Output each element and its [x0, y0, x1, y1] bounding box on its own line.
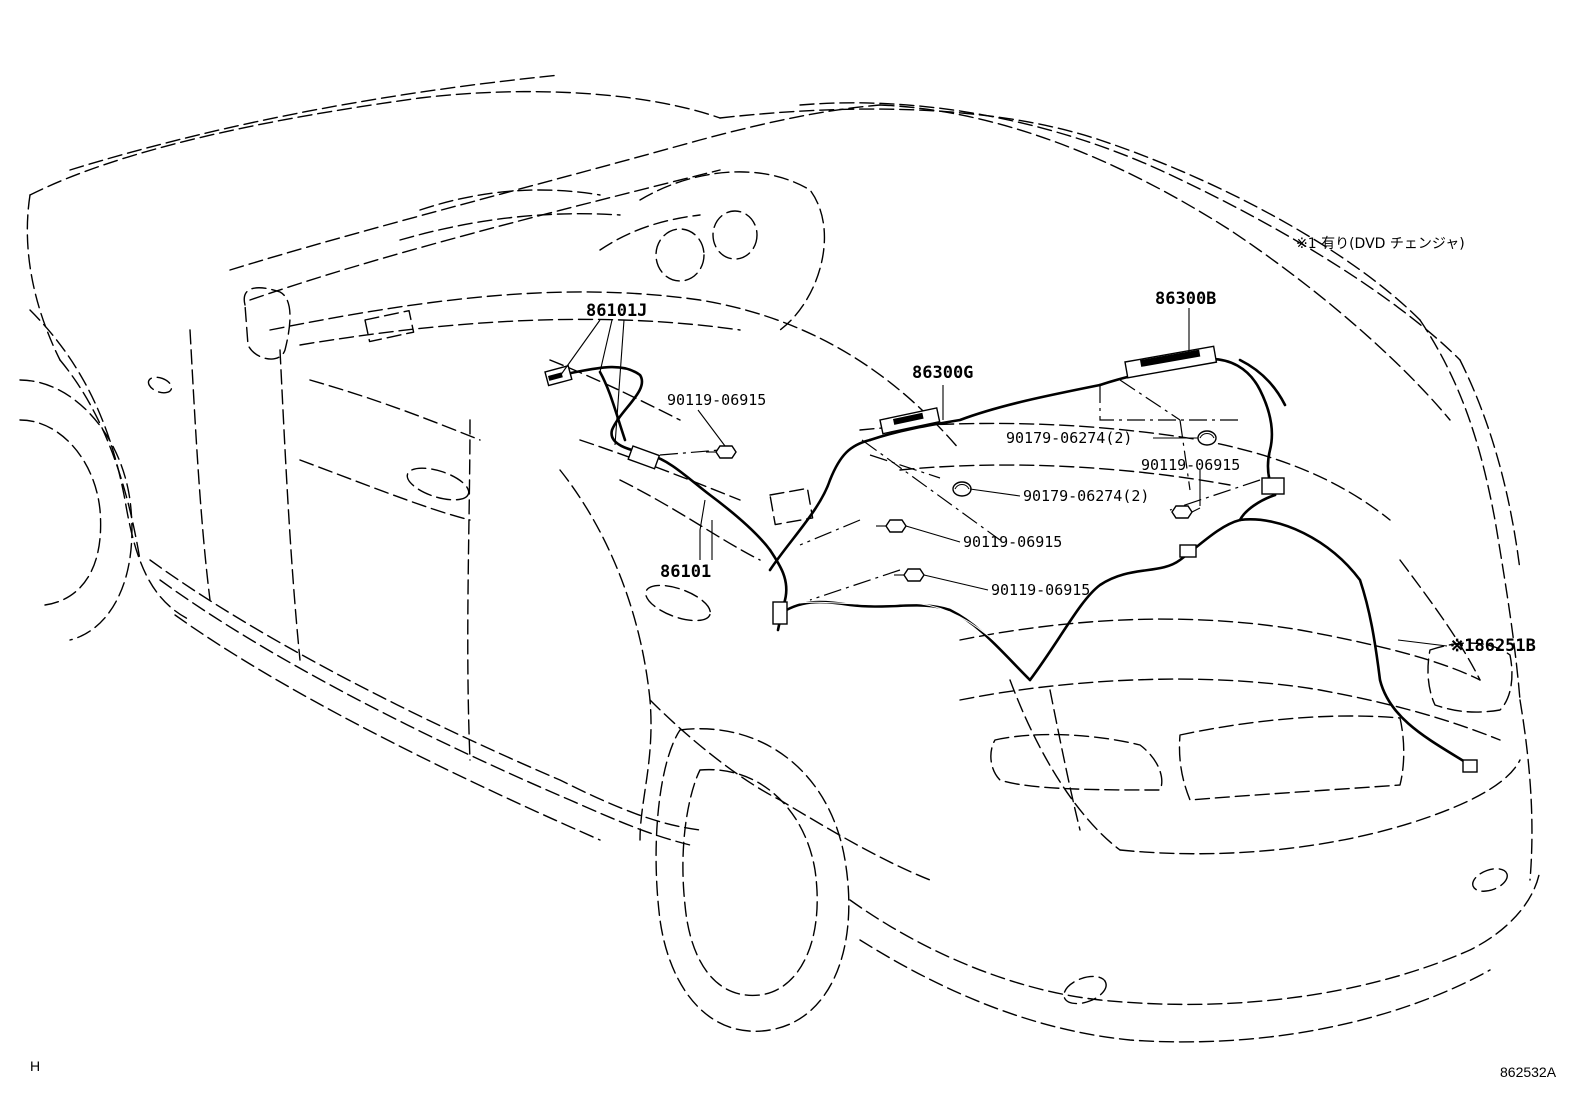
car-body-outline [19, 74, 1541, 1043]
bolt-icon-b [876, 519, 907, 533]
corner-left-text: H [30, 1058, 40, 1074]
label-86300B: 86300B [1155, 289, 1216, 309]
antenna-cable-harness [558, 357, 1472, 767]
label-86300G: 86300G [912, 363, 973, 383]
label-86101J: 86101J [586, 301, 647, 321]
bolt-icon-a [706, 445, 737, 459]
label-bolt-d: 90119-06915 [1141, 456, 1240, 474]
connector-186251B [1179, 477, 1478, 773]
figure-code: 862532A [1500, 1064, 1557, 1080]
label-186251B: ※186251B [1450, 636, 1536, 656]
label-bolt-a: 90119-06915 [667, 391, 766, 409]
label-bolt-c: 90119-06915 [991, 581, 1090, 599]
part-labels: ※1 有り(DVD チェンジャ) 86300B 86300G 86101J 86… [586, 236, 1536, 656]
clip-icon-a [1197, 430, 1217, 446]
label-clip-a: 90179-06274(2) [1006, 429, 1132, 447]
label-bolt-b: 90119-06915 [963, 533, 1062, 551]
mounting-reference-lines [659, 379, 1261, 601]
label-86101: 86101 [660, 562, 711, 582]
label-clip-b: 90179-06274(2) [1023, 487, 1149, 505]
bolt-icon-c [894, 568, 925, 582]
clip-icon-b [952, 481, 972, 497]
connector-86101J [544, 364, 573, 387]
note-text: ※1 有り(DVD チェンジャ) [1296, 236, 1465, 252]
connector-86101 [627, 445, 788, 625]
bolt-icon-d [1171, 505, 1201, 519]
antenna-amplifier-86300G [879, 407, 941, 435]
antenna-amplifier-86300B [1124, 345, 1218, 379]
leader-lines [559, 308, 1448, 647]
